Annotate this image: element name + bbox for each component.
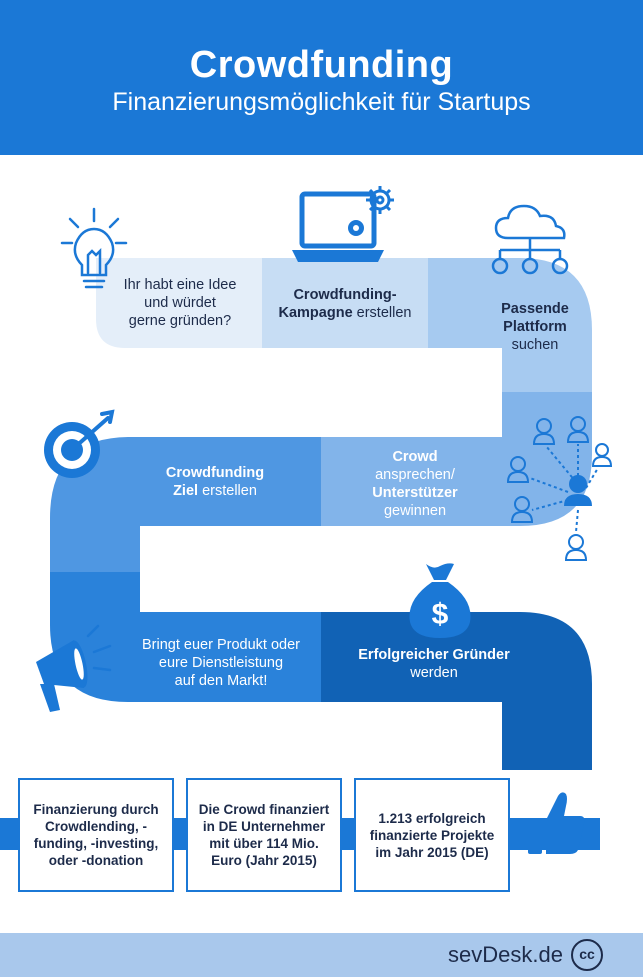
stat-box-volume-text: Die Crowd finanziert in DE Unternehmer m… [198, 802, 330, 868]
step-platform: Passende Plattform suchen [480, 300, 590, 354]
step-idea-line-1: Ihr habt eine Idee [123, 277, 237, 293]
cloud-network-icon [491, 204, 569, 275]
brand-name[interactable]: sevDesk.de [448, 942, 563, 967]
path-segment-2 [262, 258, 428, 348]
step-idea: Ihr habt eine Idee und würdet gerne grün… [100, 276, 260, 330]
step-success-bold: Erfolgreicher Gründer [358, 647, 510, 663]
path-segment-1 [96, 258, 262, 348]
lightbulb-icon [60, 207, 128, 289]
step-goal: Crowdfunding Ziel erstellen [130, 464, 300, 500]
header-banner: Crowdfunding Finanzierungsmöglichkeit fü… [0, 0, 643, 155]
stat-box-projects-text: 1.213 erfolgreich finanzierte Projekte i… [369, 810, 495, 860]
laptop-gears-icon [292, 186, 394, 262]
step-market-line-3: auf den Markt! [174, 673, 268, 689]
money-bag-icon: $ [409, 563, 471, 638]
footer: sevDesk.de cc [0, 933, 643, 977]
svg-text:$: $ [432, 598, 449, 631]
step-campaign-line-1: Crowdfunding- [293, 287, 397, 303]
stat-box-financing: Finanzierung durch Crowdlending, -fundin… [18, 778, 174, 892]
stat-box-volume: Die Crowd finanziert in DE Unternehmer m… [186, 778, 342, 892]
step-platform-rest: suchen [511, 337, 559, 353]
step-platform-bold-1: Passende [501, 301, 569, 317]
step-crowd-bold-1: Crowd [392, 449, 438, 465]
stat-box-projects: 1.213 erfolgreich finanzierte Projekte i… [354, 778, 510, 892]
step-crowd-bold-2: Unterstützer [372, 485, 458, 501]
step-goal-bold-1: Crowdfunding [165, 465, 265, 481]
step-idea-line-3: gerne gründen? [128, 313, 232, 329]
page-subtitle: Finanzierungsmöglichkeit für Startups [112, 88, 531, 116]
step-crowd-line-2: ansprechen/ [375, 467, 455, 483]
step-market-line-2: eure Dienstleistung [158, 655, 284, 671]
path-segment-6 [50, 572, 321, 702]
process-path [50, 258, 592, 770]
step-crowd-line-4: gewinnen [383, 503, 447, 519]
megaphone-icon [36, 624, 112, 712]
page-title: Crowdfunding [189, 44, 454, 86]
step-goal-bold-2: Ziel [173, 483, 199, 499]
step-market: Bringt euer Produkt oder eure Dienstleis… [126, 636, 316, 690]
thumbs-up-icon [528, 792, 585, 854]
step-market-line-1: Bringt euer Produkt oder [142, 637, 300, 653]
path-segment-7 [321, 612, 592, 770]
step-campaign-bold: Kampagne [278, 305, 353, 321]
step-campaign-rest: erstellen [352, 305, 412, 321]
step-campaign: Crowdfunding- Kampagne erstellen [262, 286, 428, 322]
creative-commons-icon: cc [571, 939, 603, 971]
stat-box-financing-text: Finanzierung durch Crowdlending, -fundin… [33, 802, 159, 868]
people-network-icon [506, 416, 613, 561]
step-goal-rest: erstellen [198, 483, 257, 499]
step-crowd: Crowd ansprechen/ Unterstützer gewinnen [340, 448, 490, 520]
step-platform-bold-2: Plattform [503, 319, 567, 335]
step-success-rest: werden [410, 665, 458, 681]
step-idea-line-2: und würdet [144, 295, 216, 311]
path-segment-4 [321, 392, 592, 526]
step-success: Erfolgreicher Gründer werden [336, 646, 532, 682]
path-segment-3 [428, 258, 592, 395]
target-icon [44, 409, 115, 478]
path-segment-5 [50, 437, 321, 575]
